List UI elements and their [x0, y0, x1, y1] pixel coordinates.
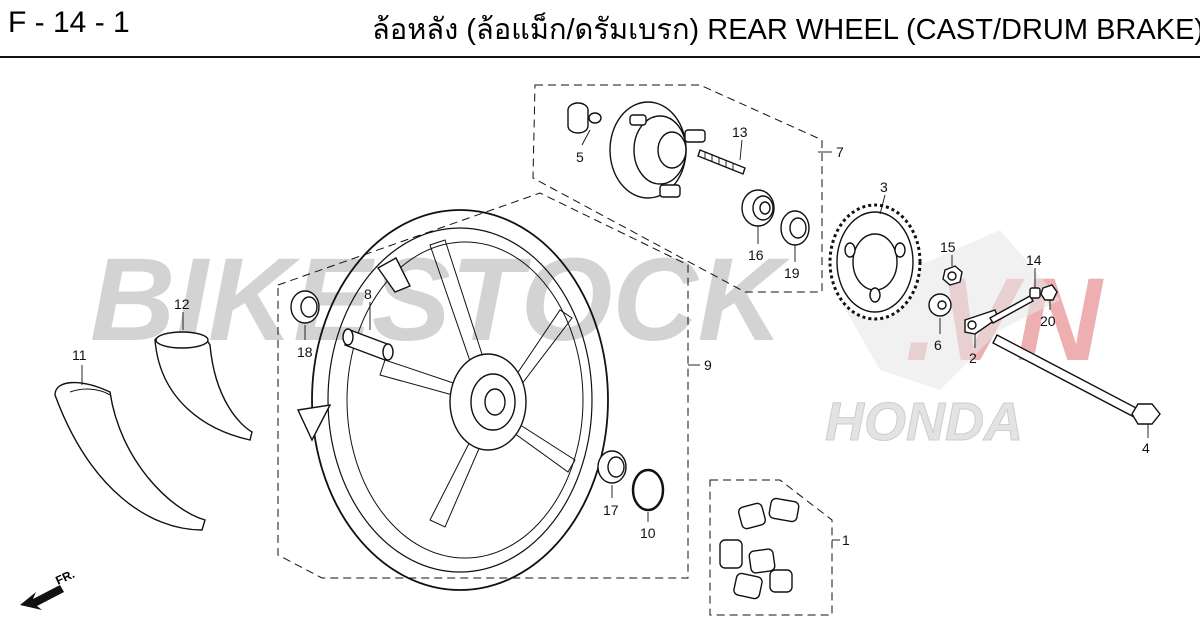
- callout-6: 6: [934, 337, 942, 353]
- callout-20: 20: [1040, 313, 1056, 329]
- part-18-bearing: 18: [290, 290, 320, 360]
- part-16-bearing: [741, 189, 775, 227]
- part-12-inner-tube: 12: [154, 296, 253, 441]
- part-17-bearing: 17: [597, 450, 627, 518]
- direction-label: FR.: [53, 567, 76, 588]
- part-9-cast-wheel: [296, 209, 609, 591]
- hub-assembly-outline: [532, 84, 823, 293]
- part-14-adjuster-bolt: 14: [989, 252, 1042, 324]
- part-2-adjuster-plate: 2: [964, 309, 999, 366]
- callout-7: 7: [836, 144, 844, 160]
- page-code: F - 14 - 1: [8, 6, 130, 39]
- part-3-sprocket: 3: [828, 179, 922, 321]
- callout-3: 3: [880, 179, 888, 195]
- callout-16: 16: [748, 247, 764, 263]
- callout-9: 9: [704, 357, 712, 373]
- part-19-oil-seal: [780, 210, 810, 246]
- callout-8: 8: [364, 286, 372, 302]
- part-8-distance-collar: 8: [342, 286, 394, 361]
- part-13-stud-bolt: [697, 149, 746, 175]
- callout-14: 14: [1026, 252, 1042, 268]
- callout-13: 13: [732, 124, 748, 140]
- direction-marker: FR.: [20, 567, 77, 610]
- hub-assembly-group: 7 5 13 16 19: [532, 84, 844, 293]
- callout-1: 1: [842, 532, 850, 548]
- callout-2: 2: [969, 350, 977, 366]
- callout-4: 4: [1142, 440, 1150, 456]
- part-5-collar: [567, 102, 602, 134]
- watermark-brand: HONDA: [825, 392, 1023, 452]
- part-20-lock-nut: 20: [1040, 284, 1058, 329]
- callout-18: 18: [297, 344, 313, 360]
- part-7-hub-flange: [609, 101, 706, 199]
- callout-5: 5: [576, 149, 584, 165]
- callout-17: 17: [603, 502, 619, 518]
- callout-10: 10: [640, 525, 656, 541]
- page-title: ล้อหลัง (ล้อแม็ก/ดรัมเบรก) REAR WHEEL (C…: [372, 14, 1200, 46]
- wheel-group-outline: [277, 192, 689, 579]
- callout-11: 11: [72, 347, 87, 363]
- page-header: F - 14 - 1 ล้อหลัง (ล้อแม็ก/ดรัมเบรก) RE…: [0, 0, 1200, 58]
- part-11-tire: 11: [54, 347, 206, 531]
- part-1-damper-rubber-group: 1: [709, 479, 850, 616]
- header-divider: [0, 56, 1200, 58]
- callout-12: 12: [174, 296, 190, 312]
- part-6-collar: 6: [928, 293, 952, 353]
- damper-group-outline: [709, 479, 833, 616]
- part-15-nut: 15: [940, 239, 963, 286]
- part-4-axle: 4: [992, 334, 1161, 456]
- arrow-down-left-icon: [20, 585, 64, 610]
- callout-19: 19: [784, 265, 800, 281]
- wheel-group: 9 18: [277, 192, 712, 591]
- callout-15: 15: [940, 239, 956, 255]
- part-10-o-ring: 10: [631, 468, 665, 541]
